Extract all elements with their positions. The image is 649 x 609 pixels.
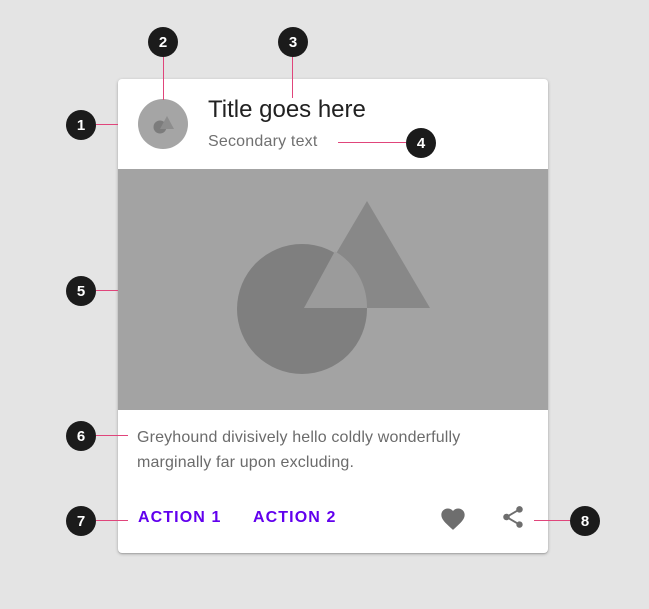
callout-marker-2: 2 — [148, 27, 178, 57]
action-2-button[interactable]: ACTION 2 — [253, 509, 337, 526]
callout-line-8 — [534, 520, 570, 521]
callout-marker-3: 3 — [278, 27, 308, 57]
callout-marker-7: 7 — [66, 506, 96, 536]
callout-marker-5: 5 — [66, 276, 96, 306]
card: Title goes here Secondary text Greyhound… — [118, 79, 548, 553]
callout-line-2 — [163, 56, 164, 100]
share-button[interactable] — [500, 503, 526, 531]
media-image — [118, 169, 548, 410]
card-secondary-text: Secondary text — [208, 133, 318, 150]
shapes-icon — [153, 116, 174, 134]
supporting-text: Greyhound divisively hello coldly wonder… — [137, 429, 461, 471]
shapes-icon — [237, 201, 430, 374]
callout-marker-6: 6 — [66, 421, 96, 451]
callout-marker-1: 1 — [66, 110, 96, 140]
avatar — [138, 99, 188, 149]
callout-line-3 — [292, 56, 293, 98]
card-title: Title goes here — [208, 96, 366, 123]
heart-icon — [441, 508, 465, 530]
share-icon — [503, 506, 523, 528]
callout-line-7 — [96, 520, 128, 521]
action-1-button[interactable]: ACTION 1 — [138, 509, 222, 526]
callout-line-5 — [96, 290, 118, 291]
favorite-button[interactable] — [438, 505, 468, 533]
callout-marker-8: 8 — [570, 506, 600, 536]
callout-line-1 — [96, 124, 118, 125]
callout-line-4 — [338, 142, 406, 143]
callout-marker-4: 4 — [406, 128, 436, 158]
callout-line-6 — [96, 435, 128, 436]
